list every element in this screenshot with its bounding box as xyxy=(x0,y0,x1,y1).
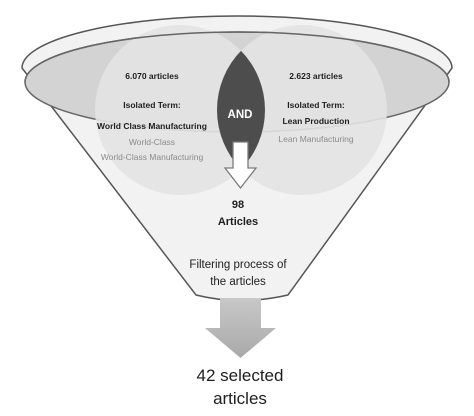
filter-step-line-2: the articles xyxy=(210,276,266,288)
left-set-count: 6.070 articles xyxy=(125,71,179,81)
filter-output-arrow xyxy=(205,298,276,358)
filter-step-line-1: Filtering process of xyxy=(189,259,287,271)
right-set-circle xyxy=(217,25,387,195)
left-set-term-alt-1: World-Class xyxy=(129,137,175,147)
intersection-result-count: 98 xyxy=(232,199,244,211)
left-set-circle xyxy=(95,25,265,195)
left-set-term-alt-2: World-Class Manufacturing xyxy=(101,152,204,162)
intersection-arrow xyxy=(223,141,258,190)
final-result-line-2: articles xyxy=(213,389,267,408)
left-set-term-main: World Class Manufacturing xyxy=(97,121,207,131)
intersection-result-unit: Articles xyxy=(218,216,258,228)
intersection-label: AND xyxy=(228,109,253,121)
final-result-line-1: 42 selected xyxy=(197,366,284,385)
right-set-count: 2.623 articles xyxy=(289,71,343,81)
right-set-term-alt-1: Lean Manufacturing xyxy=(278,134,353,144)
left-set-term-heading: Isolated Term: xyxy=(123,100,181,110)
right-set-term-heading: Isolated Term: xyxy=(287,100,345,110)
right-set-term-main: Lean Production xyxy=(282,116,349,126)
funnel-mouth-outline xyxy=(24,31,450,83)
